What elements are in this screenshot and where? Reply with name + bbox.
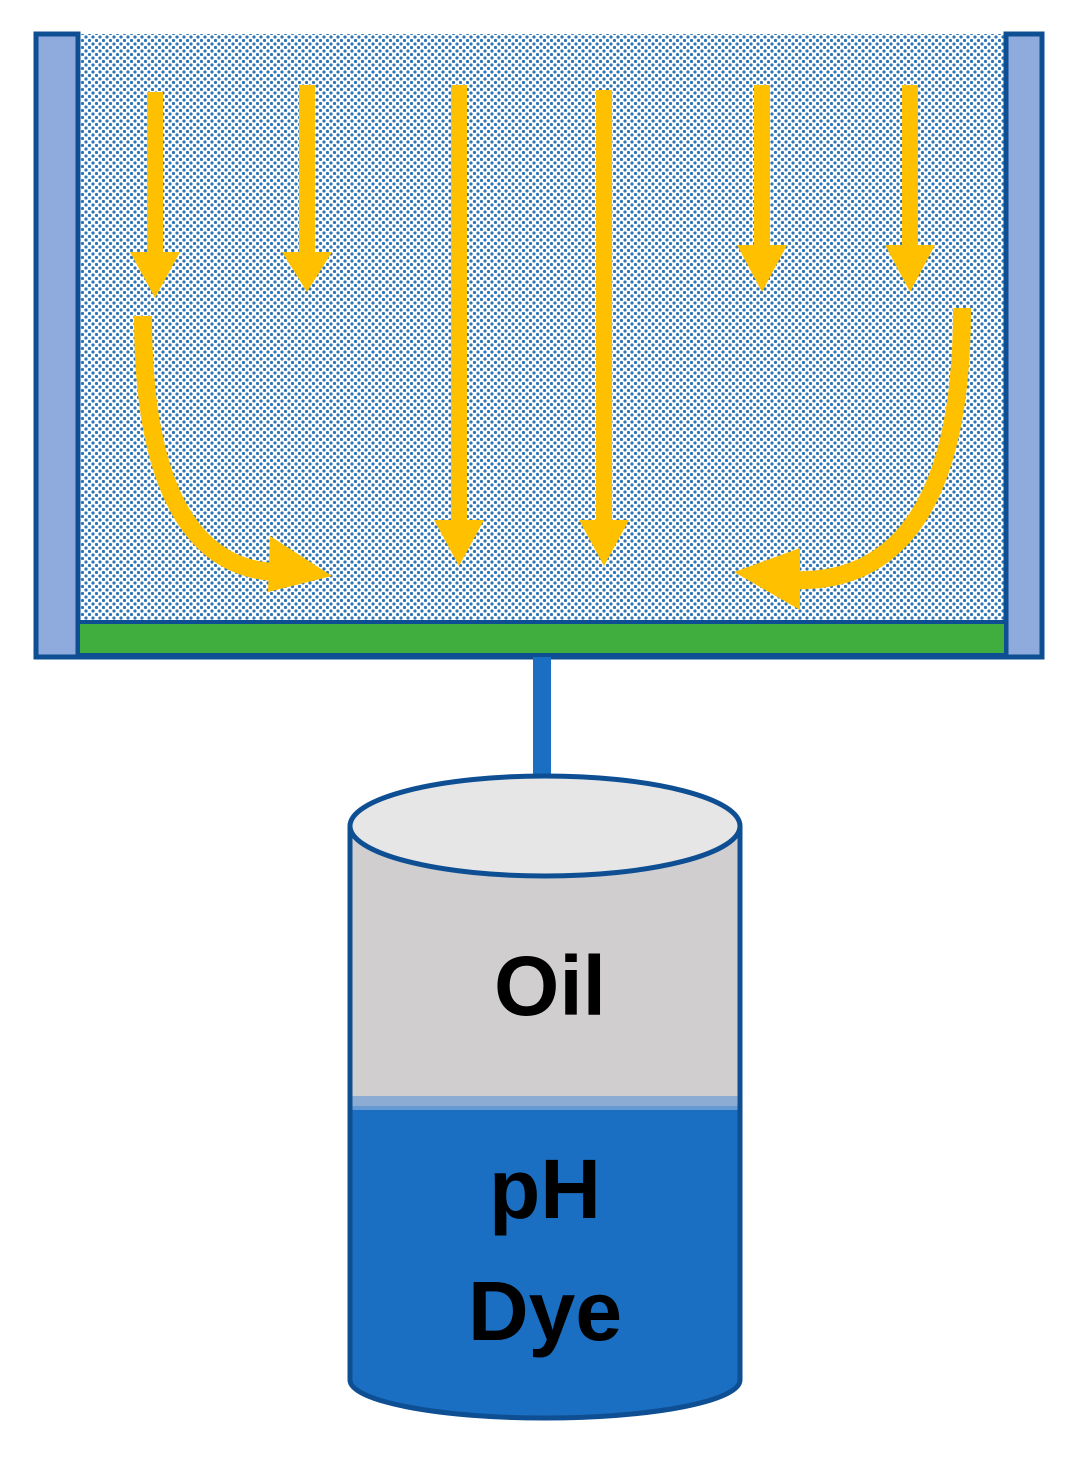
down-arrow-icon [282,85,332,292]
right-wall-panel [1003,31,1045,660]
container-top [347,773,743,879]
down-arrow-icon [130,92,180,298]
chamber-interior [78,34,1006,622]
dye-label: Dye [468,1264,622,1358]
curved-arrow-icon [134,315,332,592]
left-wall-panel [33,31,81,660]
down-arrow-icon [579,90,629,566]
curved-arrow-icon [734,307,971,610]
connector-tube [533,657,551,782]
oil-label: Oil [494,939,606,1033]
ph-label: pH [489,1142,601,1236]
down-arrow-icon [737,85,787,292]
container-outline [347,826,743,1421]
cylinder-icon [347,773,743,1421]
chamber [33,31,1045,660]
down-arrow-icon [885,85,935,292]
ph-dye-layer [350,1102,740,1418]
down-arrow-icon [434,85,484,566]
filter-strip [76,620,1008,657]
layer-interface [350,1096,740,1110]
